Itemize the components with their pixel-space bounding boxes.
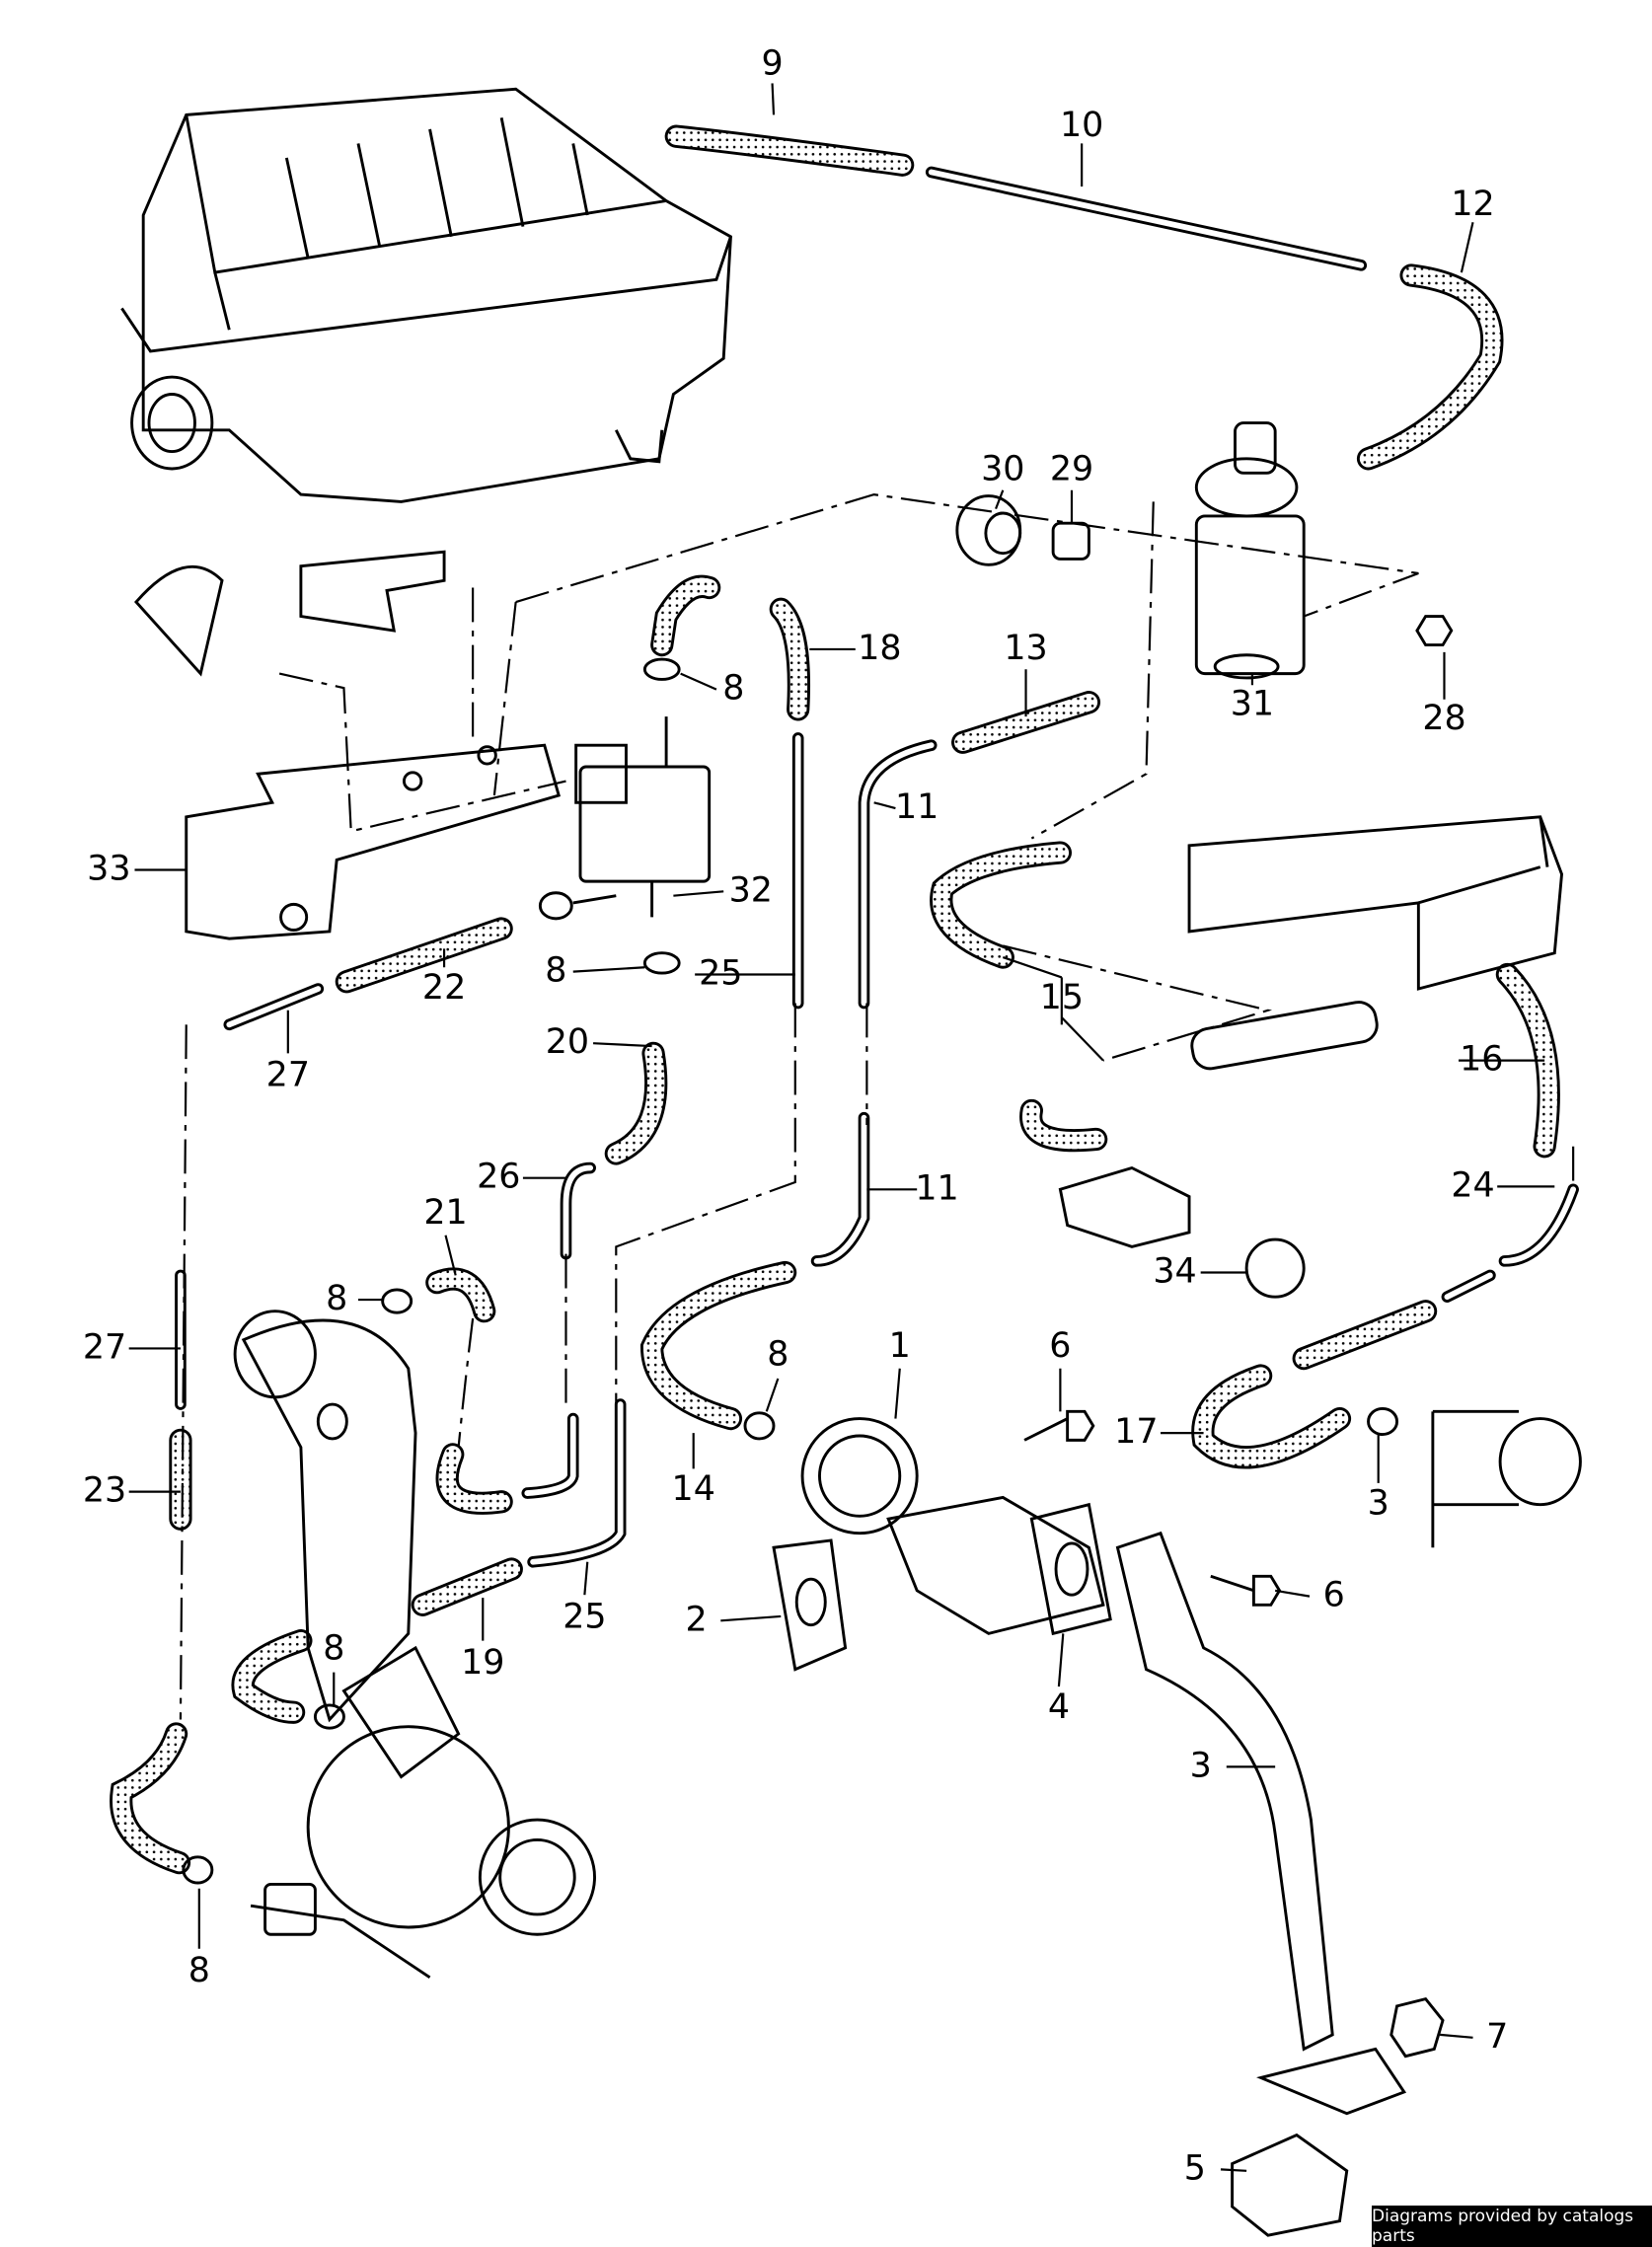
callout-34: 34 [1153,1251,1196,1291]
activated-charcoal-canister [1187,815,1564,991]
spacer-29 [1051,521,1090,561]
callout-1: 1 [889,1326,911,1366]
diagram-credit: Diagrams provided by catalogs parts [1372,2206,1652,2247]
air-filter-housing [120,87,732,503]
hose-13 [951,691,1101,754]
callout-15: 15 [1040,978,1084,1017]
hose-9 [664,124,915,177]
callout-18: 18 [858,629,901,668]
pressure-converter-31 [1194,421,1306,680]
callout-33: 33 [87,850,130,889]
hose-16 [1495,962,1560,1159]
pipe-24 [1441,1183,1579,1303]
pipe-27 [175,983,325,1410]
callout-12: 12 [1451,185,1494,224]
callout-14: 14 [672,1469,715,1509]
callout-26: 26 [477,1158,520,1197]
grommet-30 [955,494,1022,566]
pipe-26 [560,1161,596,1260]
callout-8: 8 [767,1335,788,1375]
cover-5 [1231,2133,1349,2237]
callout-3: 3 [1368,1484,1389,1524]
connection-piece [1431,1409,1582,1548]
callout-3: 3 [1190,1746,1212,1785]
hose-17 [1191,1300,1438,1469]
hose-14 [639,1260,797,1431]
callout-23: 23 [83,1471,126,1511]
callout-22: 22 [422,968,466,1008]
callout-25: 25 [563,1597,606,1636]
callout-7: 7 [1486,2017,1508,2057]
intake-pipe [233,1310,417,1723]
bracket-33 [133,550,562,940]
clamps-8 [182,657,1399,1885]
pipe-10 [925,166,1368,271]
callout-11: 11 [895,787,939,827]
gasket-2 [772,1538,848,1672]
bolt-28 [1415,615,1454,647]
egr-pipe-3 [1115,1531,1407,2116]
hose-15 [930,841,1108,1153]
callout-19: 19 [461,1643,504,1683]
valve-34-assembly [1058,1001,1379,1299]
callout-16: 16 [1460,1040,1503,1080]
hose-12 [1356,263,1504,471]
pipe-25-lower [521,1398,627,1568]
hose-20 [604,1041,668,1165]
callout-27: 27 [83,1327,126,1367]
callout-labels: 9 10 12 30 29 18 8 13 31 28 11 33 32 8 2… [83,44,1508,2189]
callout-31: 31 [1231,685,1274,724]
callout-28: 28 [1422,699,1465,738]
callout-8: 8 [323,1628,344,1668]
callout-8: 8 [722,669,744,709]
pipe-11-lower [810,1111,870,1267]
callout-32: 32 [729,870,773,910]
callout-25: 25 [699,954,742,994]
nut-7 [1389,1996,1445,2059]
callout-6: 6 [1323,1576,1345,1615]
hose-23 [110,1428,192,1875]
callout-21: 21 [423,1193,467,1233]
callout-5: 5 [1184,2148,1206,2188]
callout-30: 30 [981,449,1024,488]
callout-11: 11 [915,1168,958,1208]
callout-6: 6 [1049,1326,1071,1366]
callout-4: 4 [1048,1687,1070,1727]
callout-10: 10 [1060,106,1103,145]
turbocharger [250,1645,596,1980]
callout-2: 2 [686,1600,708,1639]
callout-9: 9 [761,44,783,84]
callout-17: 17 [1114,1412,1158,1452]
leader-lines [128,83,1555,2172]
callout-13: 13 [1004,629,1047,668]
hose-22 [335,917,513,994]
hose-18 [650,574,811,721]
hose-21 [425,1267,513,1515]
callout-8: 8 [545,951,566,991]
callout-29: 29 [1050,449,1093,488]
egr-valve-1 [800,1417,1105,1635]
solenoid-valve-32 [572,716,712,918]
gasket-4 [1029,1502,1112,1636]
callout-20: 20 [546,1022,589,1062]
callout-24: 24 [1451,1165,1494,1205]
pipe-11-upper [858,739,938,1010]
dashed-reference-lines [179,493,1575,1720]
hose-19 [231,1557,523,1724]
callout-27: 27 [266,1056,310,1095]
callout-8: 8 [326,1279,347,1318]
callout-8: 8 [188,1951,210,1990]
bolt-6 [1023,1409,1282,1607]
